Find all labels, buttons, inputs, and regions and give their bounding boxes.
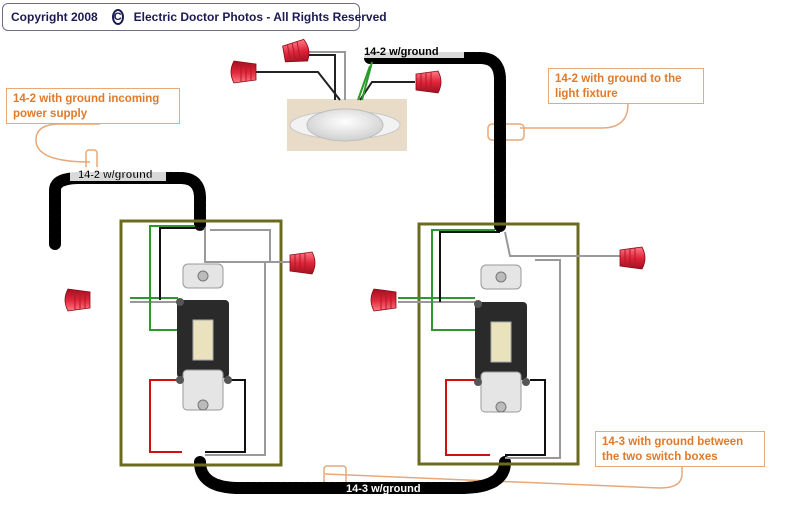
cable-incoming [49, 172, 206, 250]
cable-label-fixture: 14-2 w/ground [364, 46, 439, 58]
cable-to-fixture [364, 52, 506, 232]
right-switch-box [398, 222, 620, 466]
owner-text: Electric Doctor Photos - All Rights Rese… [133, 10, 387, 24]
callout-between-text: 14-3 with ground between the two switch … [602, 436, 744, 463]
callout-between-boxes: 14-3 with ground between the two switch … [595, 431, 765, 467]
right-three-way-switch [474, 264, 530, 413]
fixture-wires [250, 51, 415, 101]
callout-incoming-text: 14-2 with ground incoming power supply [13, 93, 160, 120]
wire-nut [289, 251, 316, 275]
wire-nut [370, 288, 397, 312]
wire-nuts [64, 38, 646, 312]
left-three-way-switch [176, 263, 232, 411]
wire-nut [282, 38, 310, 63]
callout-incoming-power: 14-2 with ground incoming power supply [6, 88, 180, 124]
callout-leaders [35, 103, 683, 489]
cable-label-between: 14-3 w/ground [346, 483, 421, 495]
wire-nut [64, 288, 91, 312]
cable-labels: 14-2 w/ground 14-2 w/ground 14-3 w/groun… [70, 44, 464, 495]
copyright-text: Copyright 2008 [11, 10, 98, 24]
wire-nut [230, 60, 257, 84]
cable-label-incoming: 14-2 w/ground [78, 169, 153, 181]
left-switch-box [119, 219, 290, 467]
callout-light-fixture: 14-2 with ground to the light fixture [548, 68, 704, 104]
copyright-banner: Copyright 2008 C Electric Doctor Photos … [2, 3, 387, 31]
cable-between-boxes [194, 456, 511, 494]
light-fixture [287, 99, 407, 151]
wire-nut [619, 246, 646, 270]
wire-nut [415, 70, 442, 94]
callout-fixture-text: 14-2 with ground to the light fixture [555, 73, 682, 100]
copyright-icon: C [111, 9, 124, 25]
